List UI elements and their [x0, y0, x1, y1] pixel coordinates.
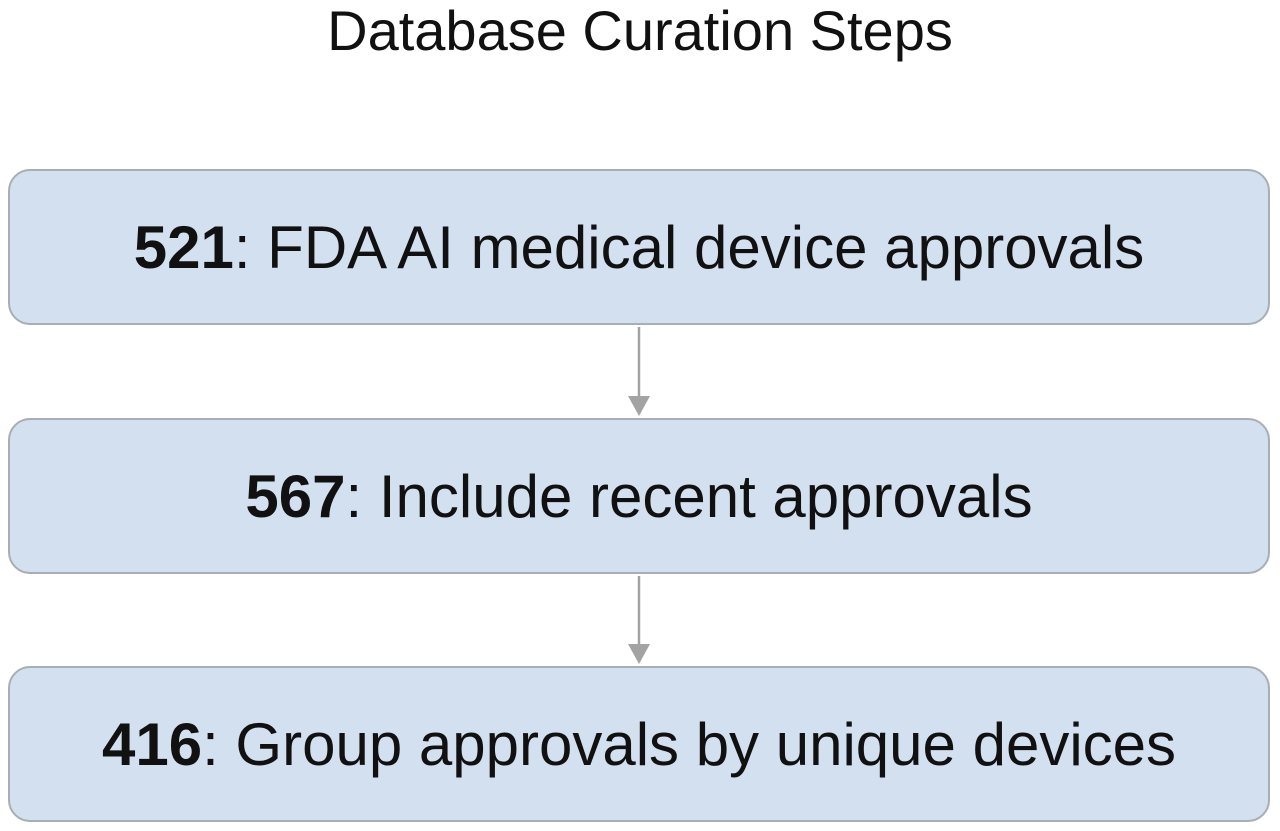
step-label: Include recent approvals: [362, 462, 1033, 530]
arrow-step-2-to-3: [628, 576, 650, 664]
step-box-recent-approvals: 567: Include recent approvals: [8, 418, 1270, 574]
step-separator: :: [233, 213, 251, 281]
step-label: FDA AI medical device approvals: [250, 213, 1145, 281]
arrow-step-1-to-2: [628, 327, 650, 416]
step-label: Group approvals by unique devices: [218, 710, 1177, 778]
step-separator: :: [202, 710, 219, 778]
step-count: 567: [245, 462, 346, 530]
diagram-title: Database Curation Steps: [327, 0, 953, 62]
step-box-fda-approvals: 521: FDA AI medical device approvals: [8, 169, 1270, 325]
step-count: 416: [101, 710, 203, 778]
step-box-unique-devices: 416: Group approvals by unique devices: [8, 666, 1270, 822]
step-separator: :: [345, 462, 363, 530]
step-count: 521: [133, 213, 234, 281]
